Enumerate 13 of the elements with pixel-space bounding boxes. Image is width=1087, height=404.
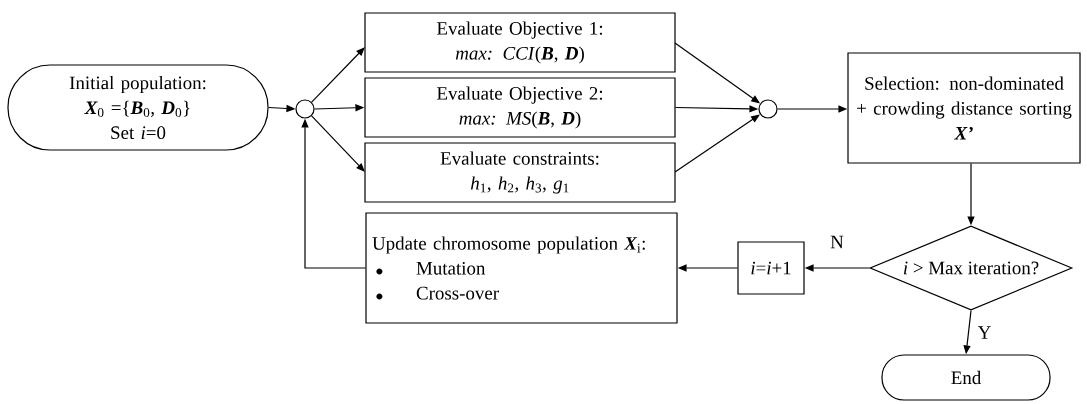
process-box: Selection: non-dominated + crowding distance sorting X’	[847, 52, 1081, 164]
process-box: Evaluate Objective 2: max: MS(B, D)	[364, 77, 676, 138]
arrow	[311, 47, 365, 103]
arrow	[674, 114, 760, 173]
process-box: Evaluate Objective 1: max: CCI(B, D)	[364, 12, 676, 73]
junction-circle	[295, 99, 315, 119]
edge-label: Y	[977, 326, 991, 339]
process-box: i=i+1	[737, 241, 805, 295]
process-box: Update chromosome population X$_{i}$: Mutation Cross-over	[365, 212, 678, 324]
arrow	[311, 115, 365, 172]
edge-label: N	[830, 235, 844, 249]
process-box: Evaluate constraints: h$_{1}$, h$_{2}$, h$_{3}$, g$_{1}$	[364, 142, 676, 203]
junction-circle	[758, 99, 778, 119]
